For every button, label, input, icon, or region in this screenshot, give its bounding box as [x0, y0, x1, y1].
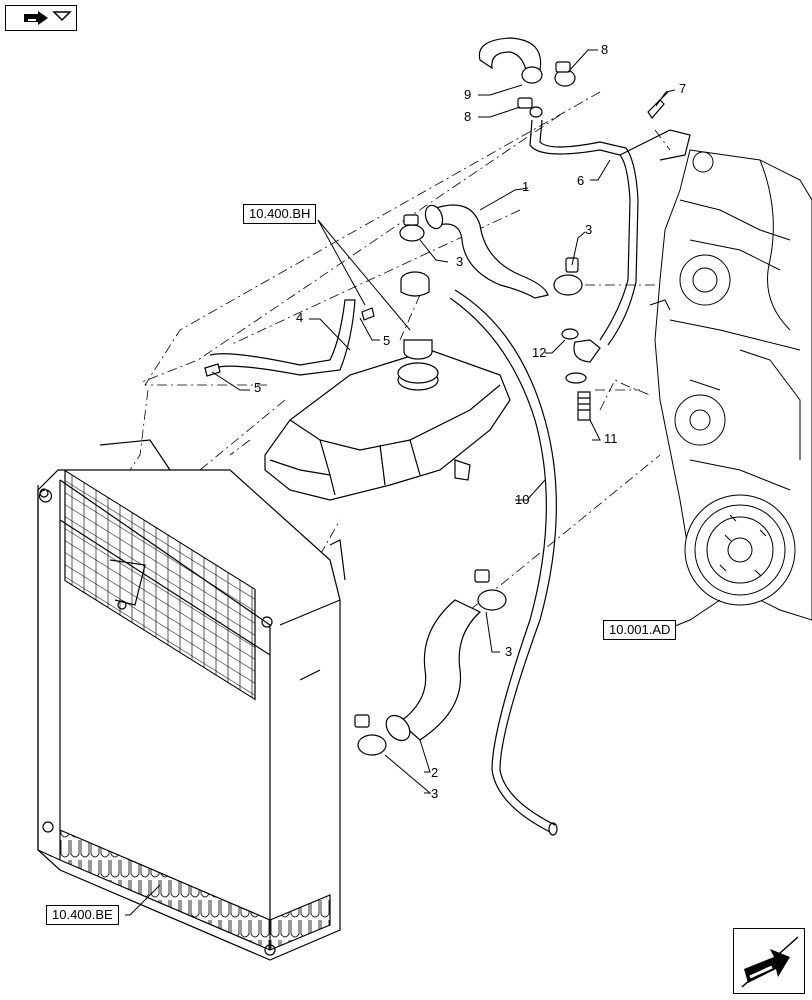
- hose-bend: [478, 37, 543, 84]
- hose-lower: [385, 599, 482, 742]
- hose-upper: [424, 204, 549, 299]
- expansion-tank: [264, 271, 511, 501]
- ref-engine[interactable]: 10.001.AD: [603, 620, 677, 640]
- ref-expansion-tank[interactable]: 10.400.BH: [243, 204, 317, 224]
- callout-2: 2: [431, 765, 439, 780]
- assembly-lines: [119, 91, 671, 611]
- callout-5-a: 5: [254, 380, 262, 395]
- arrow-right-icon: [741, 936, 799, 988]
- leader-lines: [125, 49, 721, 916]
- hose-long: [449, 289, 558, 836]
- pipe: [529, 119, 691, 346]
- next-page-button[interactable]: [733, 928, 805, 994]
- callout-3-b: 3: [585, 222, 593, 237]
- radiator: [37, 439, 346, 961]
- callout-3-a: 3: [456, 254, 464, 269]
- callout-11: 11: [604, 431, 618, 446]
- callout-8-a: 8: [601, 42, 609, 57]
- callout-4: 4: [296, 310, 304, 325]
- ref-radiator[interactable]: 10.400.BE: [46, 905, 119, 925]
- previous-page-button[interactable]: [5, 5, 77, 31]
- small-parts: [561, 91, 669, 421]
- callout-6: 6: [577, 173, 585, 188]
- callout-8-b: 8: [464, 109, 472, 124]
- callout-10: 10: [515, 492, 530, 507]
- callout-5-b: 5: [383, 333, 391, 348]
- engine: [649, 149, 812, 621]
- callout-12: 12: [532, 345, 547, 360]
- arrow-left-icon: [24, 11, 72, 25]
- callout-1: 1: [522, 179, 530, 194]
- callout-7: 7: [679, 81, 687, 96]
- callout-9: 9: [464, 87, 472, 102]
- hose-tank: [209, 299, 356, 376]
- callout-3-c: 3: [505, 644, 513, 659]
- clamps: [204, 61, 583, 756]
- callout-3-d: 3: [431, 786, 439, 801]
